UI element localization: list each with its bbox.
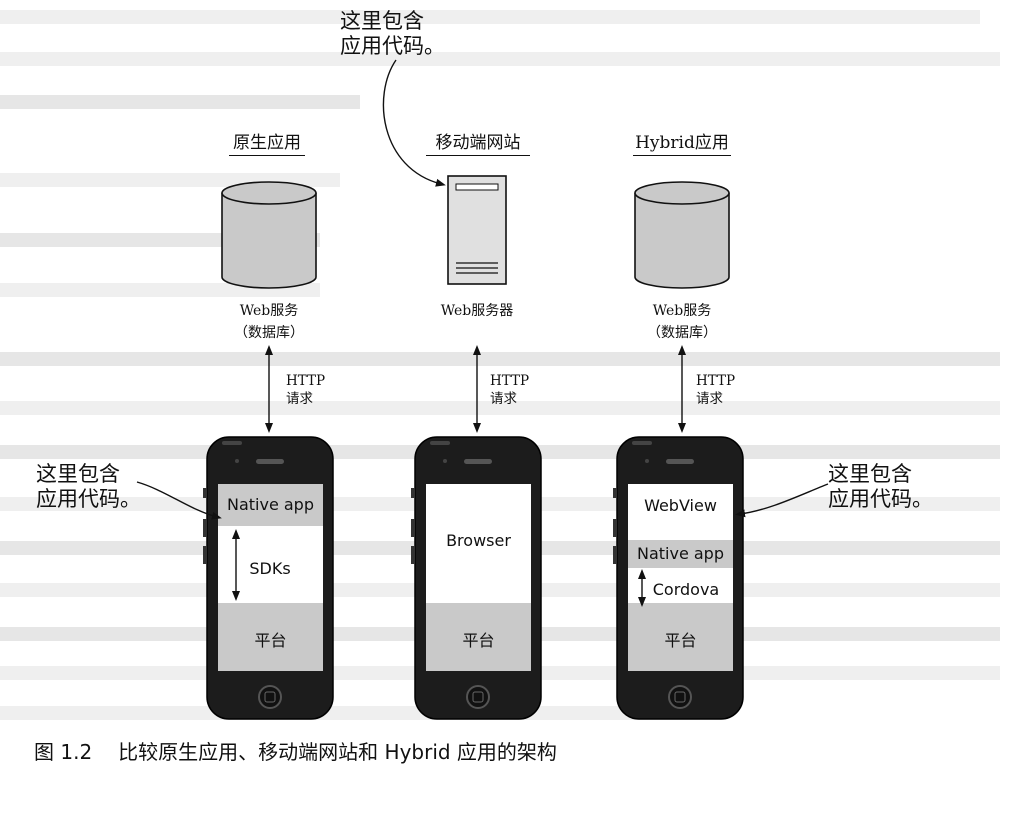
- phone-hybrid-cordova-label: Cordova: [652, 580, 720, 599]
- callout-right-line2: 应用代码。: [828, 487, 933, 511]
- phone-hybrid: [613, 436, 744, 720]
- http-label-web-line2: 请求: [490, 391, 517, 407]
- server-label-hybrid-line2: （数据库）: [647, 325, 717, 341]
- http-label-native-line2: 请求: [286, 391, 313, 407]
- phone-hybrid-webview-label: WebView: [644, 496, 717, 515]
- server-label-native: Web服务 （数据库）: [214, 300, 324, 344]
- server-label-native-line2: （数据库）: [234, 325, 304, 341]
- server-label-native-line1: Web服务: [239, 303, 299, 319]
- column-title-hybrid: Hybrid应用: [633, 128, 731, 156]
- figure-caption: 图 1.2 比较原生应用、移动端网站和 Hybrid 应用的架构: [34, 736, 557, 765]
- callout-right-line1: 这里包含: [828, 462, 912, 486]
- callout-left-line1: 这里包含: [36, 462, 120, 486]
- column-title-web: 移动端网站: [426, 128, 530, 156]
- database-icon-native: [221, 181, 317, 289]
- callout-right-leader: [735, 483, 829, 518]
- figure-number: 图 1.2: [34, 740, 93, 764]
- phone-native-top-label: Native app: [226, 495, 314, 514]
- http-label-hybrid: HTTP 请求: [696, 372, 735, 408]
- http-label-hybrid-line1: HTTP: [696, 373, 736, 389]
- column-title-native: 原生应用: [229, 128, 305, 156]
- server-label-hybrid-line1: Web服务: [652, 303, 712, 319]
- webpage-icon: [447, 175, 507, 285]
- figure-caption-text: 比较原生应用、移动端网站和 Hybrid 应用的架构: [118, 740, 557, 764]
- database-icon-hybrid: [634, 181, 730, 289]
- phone-native: [203, 436, 334, 720]
- http-label-hybrid-line2: 请求: [696, 391, 723, 407]
- http-label-native: HTTP 请求: [286, 372, 325, 408]
- server-label-web: Web服务器: [412, 300, 542, 322]
- callout-left: 这里包含 应用代码。: [36, 462, 141, 512]
- callout-left-line2: 应用代码。: [36, 487, 141, 511]
- callout-right: 这里包含 应用代码。: [828, 462, 933, 512]
- phone-hybrid-native-label: Native app: [636, 544, 724, 563]
- callout-top-line2: 应用代码。: [340, 34, 445, 58]
- http-label-web: HTTP 请求: [490, 372, 529, 408]
- server-label-hybrid: Web服务 （数据库）: [627, 300, 737, 344]
- phone-native-sdk-label: SDKs: [249, 559, 291, 578]
- callout-top-leader: [382, 59, 446, 187]
- server-label-web-line1: Web服务器: [440, 303, 514, 319]
- http-label-native-line1: HTTP: [286, 373, 326, 389]
- phone-browser-top-label: Browser: [446, 531, 511, 550]
- phone-browser: [411, 436, 542, 720]
- phone-hybrid-platform-label: 平台: [664, 631, 697, 650]
- phone-browser-platform-label: 平台: [462, 631, 495, 650]
- phone-native-platform-label: 平台: [254, 631, 287, 650]
- callout-top: 这里包含 应用代码。: [340, 9, 445, 59]
- callout-left-leader: [136, 481, 222, 520]
- http-label-web-line1: HTTP: [490, 373, 530, 389]
- callout-top-line1: 这里包含: [340, 9, 424, 33]
